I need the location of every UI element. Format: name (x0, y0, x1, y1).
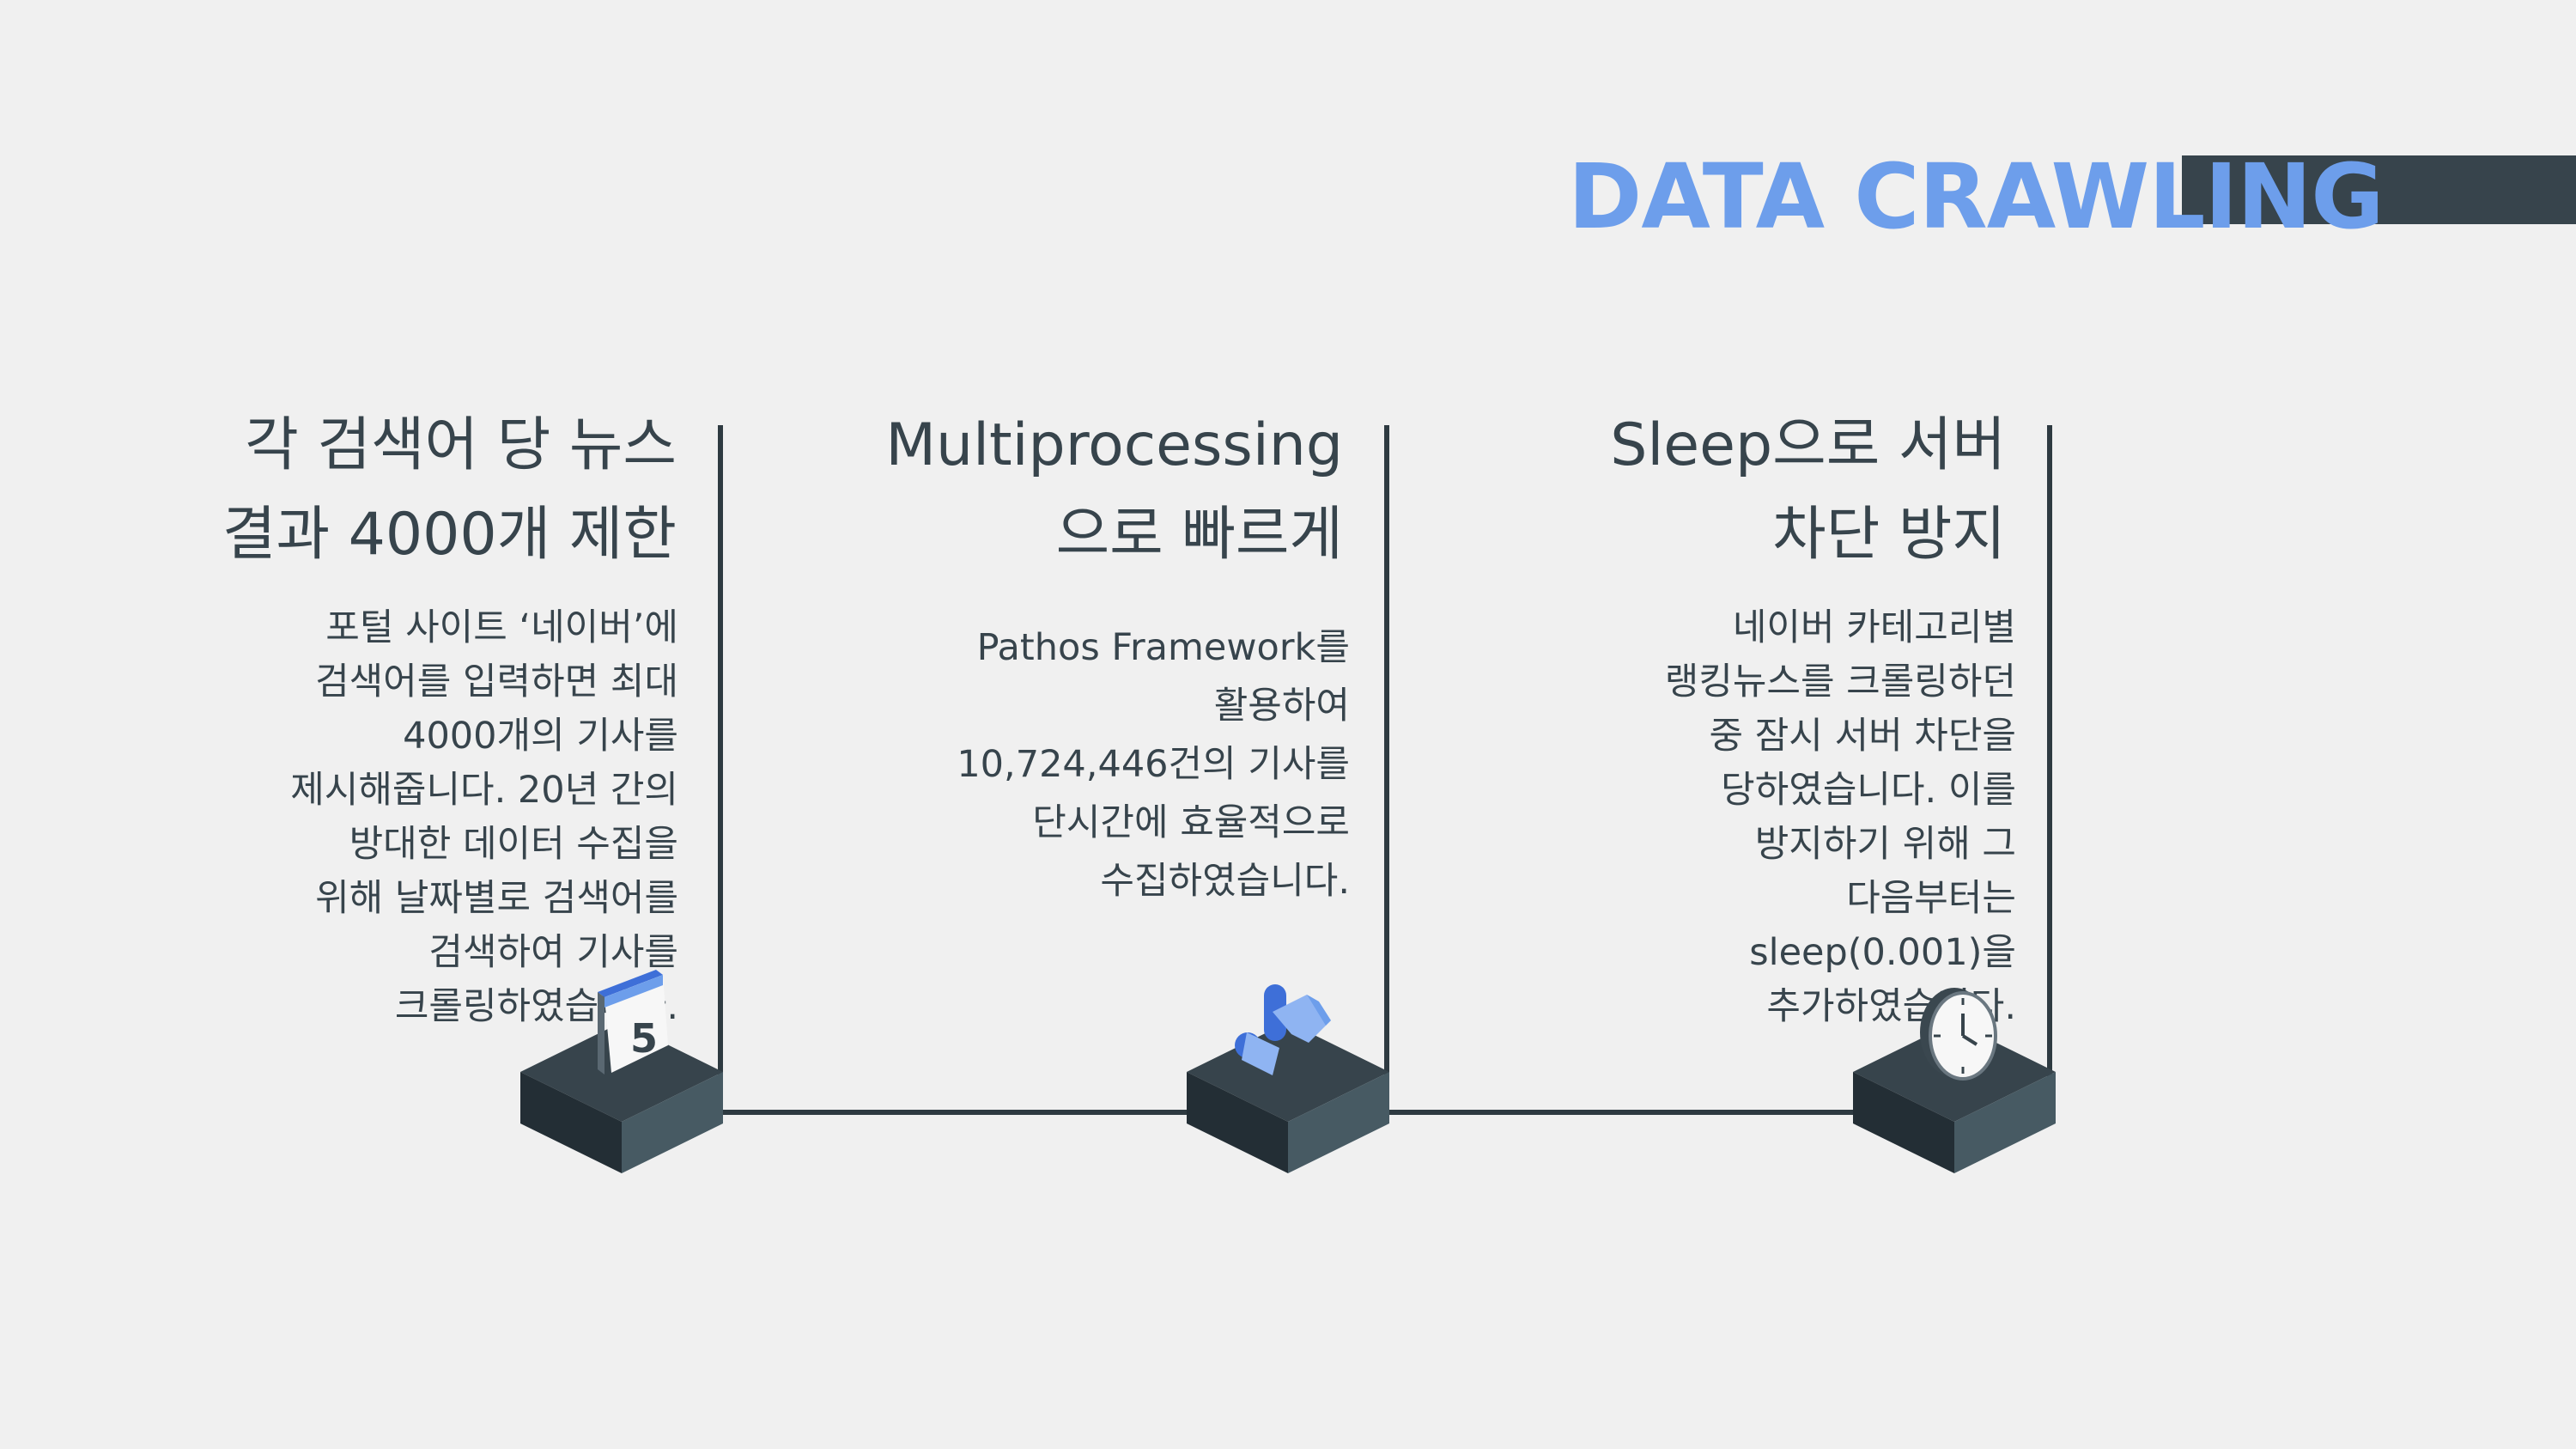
page-title: DATA CRAWLING (1568, 144, 2385, 249)
pedestal-cube-1 (520, 1022, 723, 1173)
calendar-day: 5 (630, 1015, 658, 1062)
step-1-body: 포털 사이트 ‘네이버’에 검색어를 입력하면 최대 4000개의 기사를 제시… (290, 606, 678, 1028)
step-2-heading: Multiprocessing 으로 빠르게 (885, 411, 1343, 569)
title-accent-bar (2182, 155, 2576, 224)
arrows-icon (1235, 984, 1331, 1075)
column-divider-3 (2047, 425, 2052, 1117)
column-divider-2 (1384, 425, 1389, 1117)
step-1-heading: 각 검색어 당 뉴스 결과 4000개 제한 (222, 411, 677, 569)
clock-icon (1920, 988, 1997, 1081)
column-divider-1 (718, 425, 723, 1117)
step-2-body: Pathos Framework를 활용하여 10,724,446건의 기사를 … (957, 626, 1350, 903)
step-3-body: 네이버 카테고리별 랭킹뉴스를 크롤링하던 중 잠시 서버 차단을 당하였습니다… (1664, 606, 2016, 1028)
timeline-segment-2 (1384, 1110, 1865, 1115)
timeline-segment-1 (718, 1110, 1199, 1115)
step-3-heading: Sleep으로 서버 차단 방지 (1610, 411, 2006, 569)
calendar-icon: 5 (598, 970, 668, 1075)
